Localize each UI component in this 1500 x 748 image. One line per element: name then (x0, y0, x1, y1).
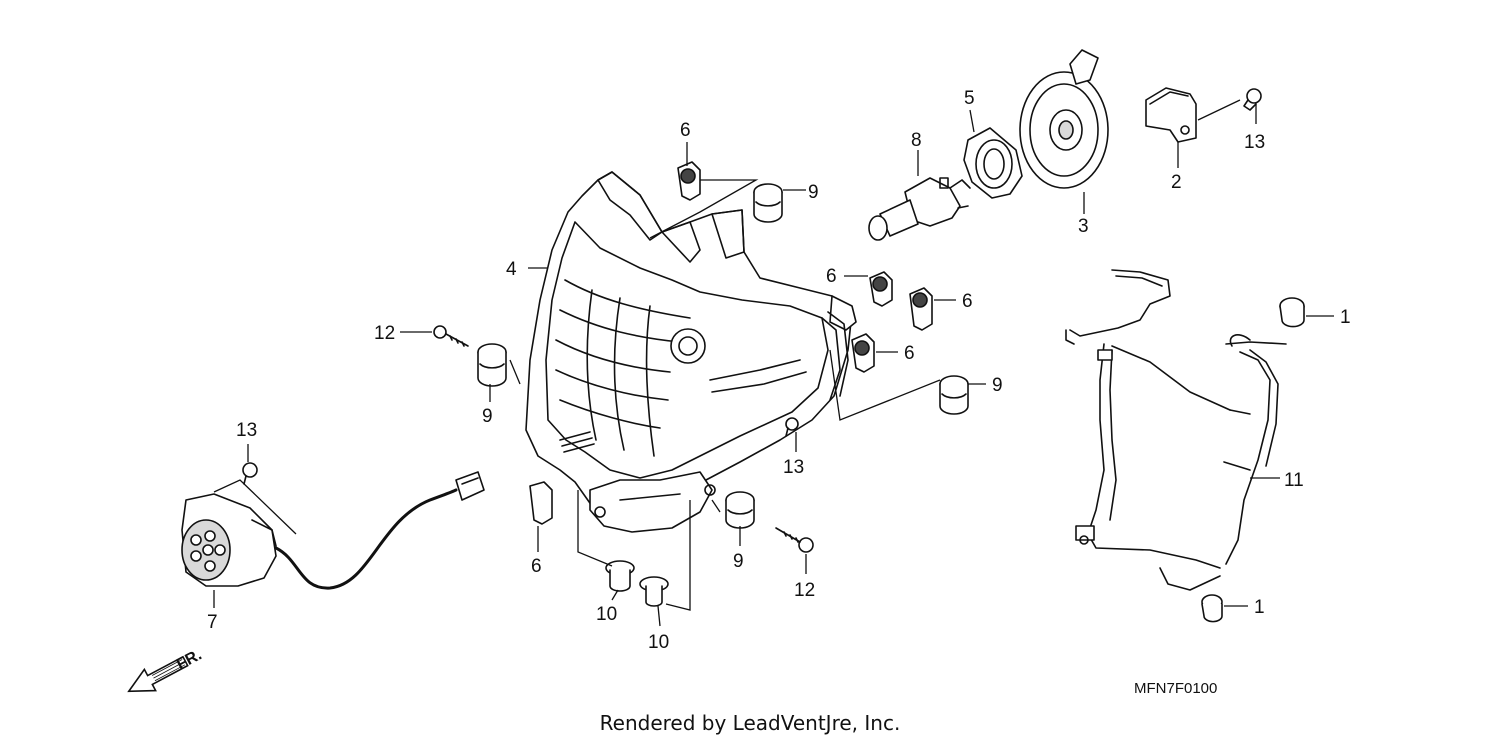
callout-9: 9 (733, 551, 744, 572)
callout-6: 6 (826, 266, 837, 287)
credit-text: Rendered by LeadVentJre, Inc. (600, 711, 901, 735)
callout-8: 8 (911, 130, 922, 151)
callout-1: 1 (1254, 597, 1265, 618)
callout-12: 12 (374, 323, 395, 344)
front-direction-indicator: FR. (127, 646, 205, 693)
leader-lines (213, 99, 1334, 627)
callout-1: 1 (1340, 307, 1351, 328)
cushion-9-right (939, 375, 969, 415)
screw-13-top (1243, 88, 1262, 111)
grommet-6-top (677, 161, 701, 201)
screw-13-mid (785, 417, 799, 437)
callout-4: 4 (506, 259, 517, 280)
grommet-6-mid-c (851, 333, 875, 373)
cushion-9-top (753, 183, 783, 223)
grommet-6-bottom (529, 481, 553, 525)
callout-6: 6 (531, 556, 542, 577)
callout-6: 6 (680, 120, 691, 141)
callout-5: 5 (964, 88, 975, 109)
cushion-9-left (477, 343, 507, 387)
grommet-6-mid-a (869, 271, 893, 307)
front-arrow-icon (127, 655, 189, 693)
callout-11: 11 (1284, 470, 1304, 491)
callout-6: 6 (904, 343, 915, 364)
collar-10-b (639, 576, 669, 607)
callout-10: 10 (648, 632, 669, 653)
callout-3: 3 (1078, 216, 1089, 237)
cushion-9-bottom (725, 491, 755, 529)
clip-1-top (1279, 297, 1305, 328)
callout-12: 12 (794, 580, 815, 601)
grommet-6-mid-b (909, 287, 933, 331)
screw-13-left (242, 462, 258, 485)
bulb-socket-ring (963, 127, 1023, 199)
bolt-12-left (433, 325, 469, 347)
callout-9: 9 (808, 182, 819, 203)
position-light (181, 471, 485, 590)
dust-cover (1019, 49, 1109, 189)
headlight-stay (1065, 269, 1287, 591)
callout-labels: 6 9 8 5 3 2 13 4 6 6 6 9 12 9 13 13 1 11… (207, 88, 1351, 653)
callout-13: 13 (783, 457, 804, 478)
headlight-bulb (868, 177, 971, 241)
callout-13: 13 (236, 420, 257, 441)
callout-13: 13 (1244, 132, 1265, 153)
callout-9: 9 (482, 406, 493, 427)
callout-2: 2 (1171, 172, 1182, 193)
bolt-12-bottom (775, 527, 814, 553)
diagram-code: MFN7F0100 (1134, 680, 1217, 697)
callout-9: 9 (992, 375, 1003, 396)
headlight-unit (525, 171, 857, 533)
clip-1-bottom (1201, 594, 1223, 623)
callout-10: 10 (596, 604, 617, 625)
collar-10-a (605, 560, 635, 592)
callout-6: 6 (962, 291, 973, 312)
callout-7: 7 (207, 612, 218, 633)
mounting-bracket (1145, 87, 1197, 143)
